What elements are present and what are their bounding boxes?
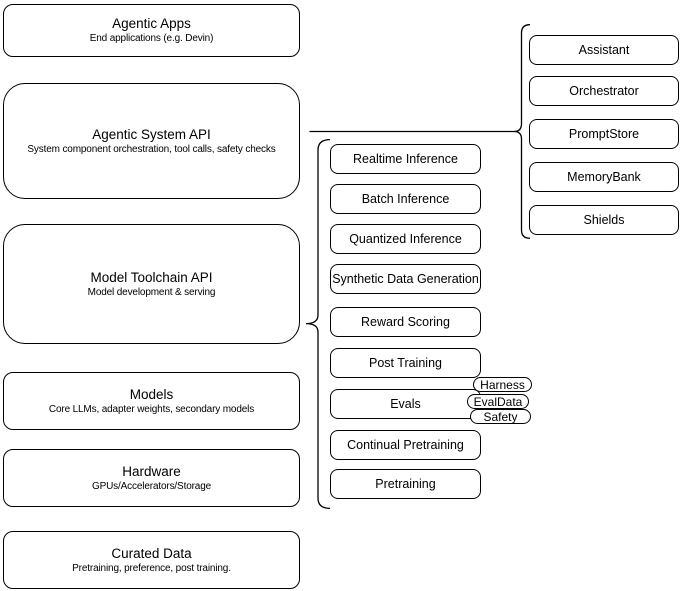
tag-safety: Safety — [470, 409, 531, 424]
node-batch-inference: Batch Inference — [330, 184, 481, 214]
node-model-toolchain-api: Model Toolchain API Model development & … — [3, 224, 300, 344]
node-evals: Evals — [330, 389, 481, 419]
node-synthetic-data-generation: Synthetic Data Generation — [330, 264, 481, 294]
brace-agentic-components — [513, 24, 531, 239]
node-realtime-inference: Realtime Inference — [330, 144, 481, 174]
node-title: Curated Data — [111, 545, 192, 561]
node-agentic-apps: Agentic Apps End applications (e.g. Devi… — [3, 4, 300, 57]
node-title: Agentic System API — [92, 126, 211, 142]
node-pretraining: Pretraining — [330, 469, 481, 499]
node-title: Models — [129, 386, 174, 402]
node-subtitle: GPUs/Accelerators/Storage — [91, 480, 212, 492]
node-quantized-inference: Quantized Inference — [330, 224, 481, 254]
node-orchestrator: Orchestrator — [529, 76, 679, 106]
node-post-training: Post Training — [330, 348, 481, 378]
node-models: Models Core LLMs, adapter weights, secon… — [3, 372, 300, 430]
node-hardware: Hardware GPUs/Accelerators/Storage — [3, 449, 300, 507]
node-title: Hardware — [122, 463, 181, 479]
tag-harness: Harness — [473, 377, 532, 392]
node-reward-scoring: Reward Scoring — [330, 307, 481, 337]
node-memorybank: MemoryBank — [529, 162, 679, 192]
node-shields: Shields — [529, 205, 679, 235]
node-assistant: Assistant — [529, 35, 679, 65]
node-subtitle: Model development & serving — [87, 286, 216, 298]
node-agentic-system-api: Agentic System API System component orch… — [3, 83, 300, 199]
node-title: Agentic Apps — [112, 16, 191, 31]
node-subtitle: End applications (e.g. Devin) — [89, 33, 214, 44]
node-promptstore: PromptStore — [529, 119, 679, 149]
node-title: Model Toolchain API — [90, 269, 213, 285]
node-continual-pretraining: Continual Pretraining — [330, 430, 481, 460]
node-curated-data: Curated Data Pretraining, preference, po… — [3, 531, 300, 589]
node-subtitle: Pretraining, preference, post training. — [72, 562, 231, 574]
tag-evaldata: EvalData — [467, 394, 529, 409]
node-subtitle: Core LLMs, adapter weights, secondary mo… — [48, 403, 255, 415]
node-subtitle: System component orchestration, tool cal… — [27, 143, 276, 155]
brace-toolchain-services — [305, 138, 331, 510]
